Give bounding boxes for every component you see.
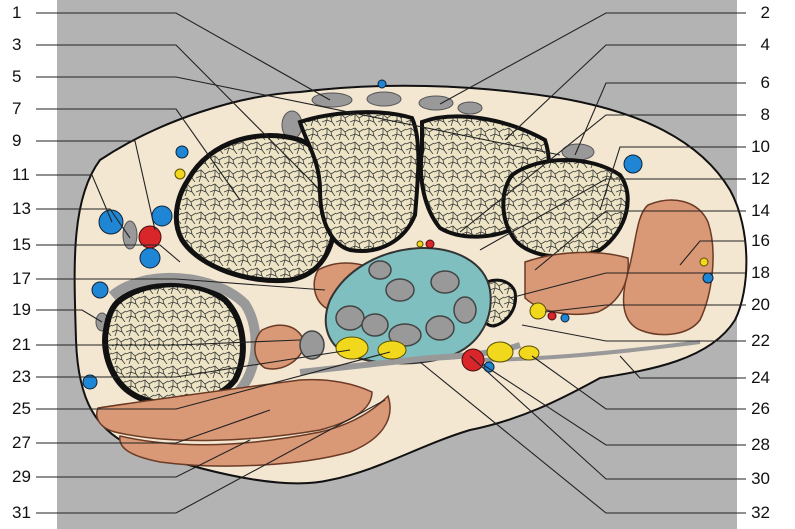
flexor-tendon-f (431, 271, 459, 293)
callout-label-12: 12 (751, 169, 770, 188)
callout-label-2: 2 (761, 3, 770, 22)
vein-cephalic-c (140, 248, 160, 268)
callout-label-30: 30 (751, 469, 770, 488)
nerve-median-a (336, 337, 368, 359)
callout-label-24: 24 (751, 368, 770, 387)
callout-label-20: 20 (751, 295, 770, 314)
callout-label-27: 27 (12, 433, 31, 452)
callout-label-31: 31 (12, 503, 31, 522)
flexor-tendon-a (336, 306, 364, 330)
callout-label-32: 32 (751, 503, 770, 522)
callout-label-16: 16 (751, 231, 770, 250)
callout-label-22: 22 (751, 331, 770, 350)
callout-label-26: 26 (751, 399, 770, 418)
tendon-2a (367, 92, 401, 106)
callout-label-23: 23 (12, 367, 31, 386)
callout-label-4: 4 (761, 35, 770, 54)
vein-dorsal-top (378, 80, 386, 88)
callout-label-3: 3 (12, 35, 21, 54)
nerve-median-b (378, 341, 406, 359)
nerve-superficial-radial (175, 169, 185, 179)
tendon-2b (419, 96, 453, 110)
flexor-tendon-d (426, 316, 454, 340)
nerve-ulnar-b (519, 346, 539, 360)
vein-lateral (92, 282, 108, 298)
callout-label-1: 1 (12, 3, 21, 22)
callout-label-21: 21 (12, 335, 31, 354)
callout-label-19: 19 (12, 300, 31, 319)
nerve-small-dorsal (417, 241, 423, 247)
callout-label-8: 8 (761, 105, 770, 124)
nerve-ulnar-deep (530, 303, 546, 319)
tendon-1 (312, 93, 352, 107)
callout-label-7: 7 (12, 99, 21, 118)
callout-label-29: 29 (12, 467, 31, 486)
vein-medial-small (703, 273, 713, 283)
flexor-tendon-b (362, 314, 388, 336)
callout-label-13: 13 (12, 199, 31, 218)
vein-dorsal-small (176, 146, 188, 158)
callout-label-25: 25 (12, 399, 31, 418)
bone-first-metacarpal (105, 284, 243, 404)
flexor-tendon-e (386, 279, 414, 301)
callout-label-14: 14 (751, 201, 770, 220)
tendon-4 (458, 102, 482, 114)
callout-label-5: 5 (12, 67, 21, 86)
callout-label-15: 15 (12, 235, 31, 254)
callout-label-11: 11 (12, 165, 30, 184)
bone-hamate (503, 160, 627, 257)
callout-label-18: 18 (751, 263, 770, 282)
callout-label-28: 28 (751, 435, 770, 454)
callout-label-6: 6 (761, 73, 770, 92)
vein-basilic (624, 155, 642, 173)
vein-cephalic-b (152, 206, 172, 226)
flexor-tendon-g (454, 297, 476, 323)
callout-label-9: 9 (12, 131, 21, 150)
artery-dorsal-small (426, 240, 434, 248)
nerve-ulnar-a (487, 342, 513, 362)
flexor-tendon-h (369, 261, 391, 279)
artery-ulnar (462, 349, 484, 371)
callout-label-17: 17 (12, 269, 31, 288)
artery-deep-branch (548, 312, 556, 320)
nerve-medial (700, 258, 708, 266)
callout-label-10: 10 (751, 137, 770, 156)
vein-ulnar-small (561, 314, 569, 322)
